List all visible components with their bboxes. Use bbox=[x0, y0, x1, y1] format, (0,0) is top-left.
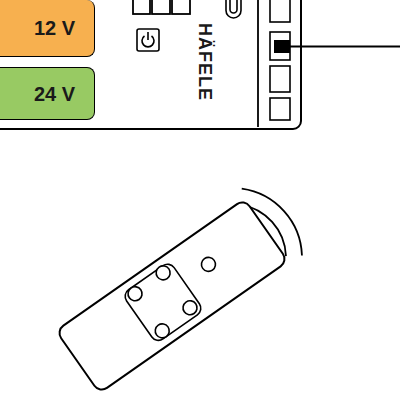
button-pad bbox=[122, 261, 204, 343]
remote-button bbox=[153, 263, 172, 282]
socket bbox=[270, 98, 290, 120]
plug bbox=[274, 40, 290, 53]
divider bbox=[257, 0, 259, 127]
remote-button bbox=[180, 298, 199, 317]
voltage-band: 12 V bbox=[0, 0, 95, 57]
sockets bbox=[270, 0, 290, 120]
voltage-band: 24 V bbox=[0, 67, 95, 120]
voltage-label: 24 V bbox=[34, 84, 75, 104]
socket bbox=[270, 32, 290, 60]
remote-button bbox=[125, 284, 144, 303]
led-housing bbox=[226, 0, 241, 18]
power-button bbox=[137, 29, 159, 51]
status-led bbox=[226, 0, 241, 18]
controller-housing: HÄFELE 12 V 24 V bbox=[0, 0, 302, 130]
button bbox=[172, 0, 190, 14]
remote-button bbox=[199, 255, 218, 274]
remote-body bbox=[56, 199, 288, 393]
led bbox=[230, 0, 237, 13]
socket bbox=[270, 0, 290, 22]
power-symbol bbox=[147, 32, 149, 40]
socket bbox=[270, 66, 290, 92]
remote-control bbox=[56, 199, 288, 393]
remote-button bbox=[153, 321, 172, 340]
button bbox=[133, 0, 150, 14]
voltage-label: 12 V bbox=[34, 18, 75, 38]
power-key bbox=[137, 29, 159, 51]
button bbox=[152, 0, 170, 14]
brand-name: HÄFELE bbox=[196, 23, 214, 101]
cable bbox=[290, 46, 400, 48]
top-buttons bbox=[133, 0, 190, 14]
